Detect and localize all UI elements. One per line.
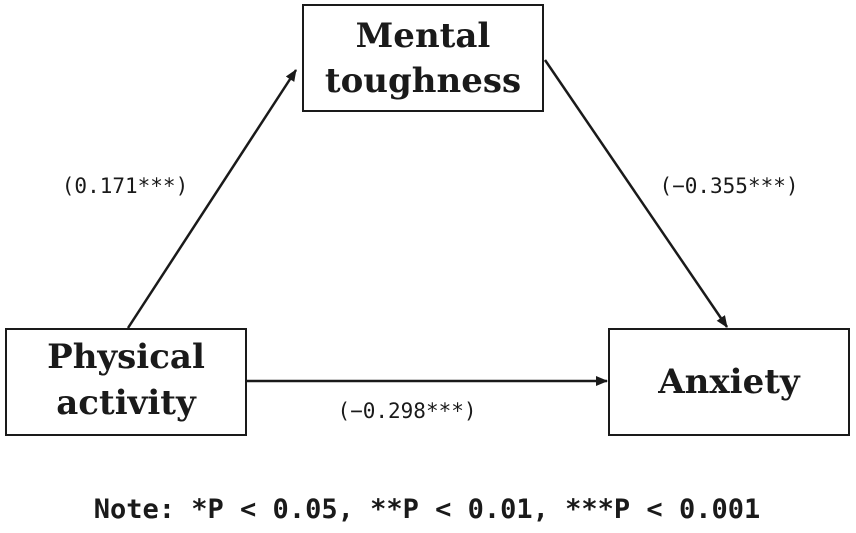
b-path-coefficient: (−0.355***) — [659, 174, 798, 198]
mediator-label-line2: toughness — [325, 61, 521, 101]
arrow-mediator-to-outcome — [543, 59, 729, 328]
predictor-label-line1: Physical — [47, 337, 205, 377]
c-path-coefficient: (−0.298***) — [337, 399, 476, 423]
mediator-label-line1: Mental — [356, 16, 491, 56]
significance-note: Note: *P < 0.05, **P < 0.01, ***P < 0.00… — [94, 494, 760, 525]
a-path-coefficient: (0.171***) — [62, 174, 188, 198]
outcome-node: Anxiety — [608, 328, 850, 436]
arrow-predictor-to-mediator — [126, 69, 298, 329]
predictor-label-line2: activity — [56, 383, 197, 423]
predictor-node: Physical activity — [5, 328, 247, 436]
mediator-node: Mental toughness — [302, 4, 544, 112]
outcome-label: Anxiety — [657, 362, 801, 402]
